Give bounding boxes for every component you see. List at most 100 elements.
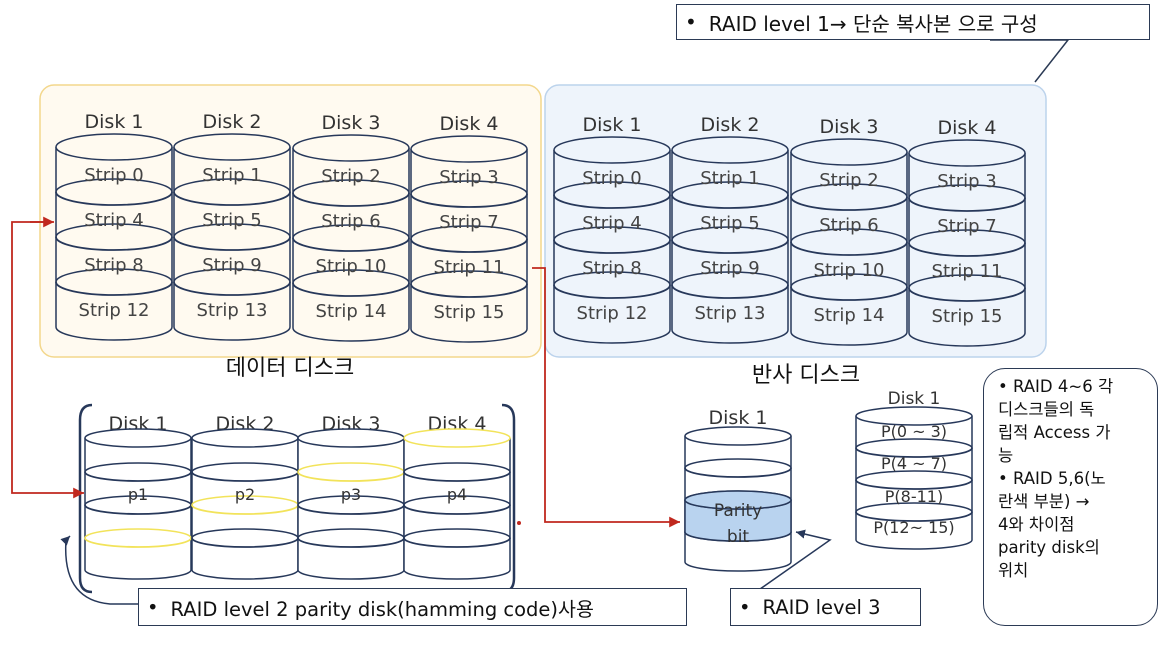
mirror-strip-label: Strip 12	[577, 303, 648, 324]
data-disk-cylinder-divider-back	[55, 223, 173, 238]
raid2-parity-label: p2	[235, 485, 255, 504]
raid2-disk-cylinder-divider	[84, 471, 192, 482]
data-disk-cylinder-divider	[55, 236, 173, 251]
raid4-disk-cylinder-divider-back	[855, 470, 973, 481]
note-line: 디스크들의 독	[998, 400, 1095, 419]
data-strip-label: Strip 10	[316, 256, 387, 277]
mirror-strip-label: Strip 7	[937, 216, 996, 237]
mirror-disk-cylinder-divider-back	[790, 183, 908, 198]
mirror-disk-cylinder-divider	[553, 239, 671, 254]
data-strip-label: Strip 0	[84, 165, 143, 186]
raid4-parity-label: P(0 ~ 3)	[881, 422, 947, 441]
data-disk-cylinder	[410, 135, 528, 343]
data-strip-label: Strip 8	[84, 255, 143, 276]
raid2-disk-cylinder-divider	[191, 504, 299, 515]
bullet: •	[685, 10, 697, 34]
mirror-strip-label: Strip 8	[582, 258, 641, 279]
data-strip-label: Strip 11	[434, 257, 505, 278]
data-strip-label: Strip 2	[321, 166, 380, 187]
raid2-disk-cylinder-divider	[403, 537, 511, 548]
data-disk-cylinder-divider	[410, 238, 528, 253]
data-strip-label: Strip 13	[197, 300, 268, 321]
raid2-disk-cylinder-divider-back	[84, 528, 192, 539]
raid2-disk-cylinder-divider-back	[403, 462, 511, 473]
mirror-disk-header: Disk 3	[820, 116, 879, 138]
mirror-disk-cylinder-body	[671, 150, 789, 344]
raid3-label-box: • RAID level 3	[730, 588, 921, 626]
parity-bit-top	[684, 490, 792, 510]
raid2-disk-cylinder-body	[403, 438, 511, 580]
raid4-disk-cylinder-divider-back	[855, 438, 973, 449]
raid2-parity-label: p1	[128, 485, 148, 504]
mirror-strip-label: Strip 4	[582, 213, 641, 234]
data-strip-label: Strip 9	[202, 255, 261, 276]
raid2-bracket-left	[78, 403, 93, 594]
mirror-disk-cylinder-divider	[790, 241, 908, 256]
note-line: 위치	[998, 561, 1029, 580]
data-disk-cylinder	[292, 134, 410, 342]
data-disk-cylinder-divider-back	[292, 179, 410, 194]
raid3-disk-cylinder-divider-back	[684, 458, 792, 469]
raid1-label: RAID level 1→ 단순 복사본 으로 구성	[708, 11, 1038, 36]
data-disk-cylinder-divider	[173, 191, 291, 206]
raid2-disk-cylinder-divider-back	[84, 495, 192, 506]
mirror-disk-cylinder-divider	[671, 194, 789, 209]
mirror-disk-cylinder	[908, 139, 1026, 347]
data-disk-cylinder-top	[173, 133, 291, 161]
mirror-strip-label: Strip 3	[937, 171, 996, 192]
raid4-disk-cylinder-top	[855, 406, 973, 426]
raid2-disk-cylinder-divider	[297, 504, 405, 515]
mirror-disk-cylinder-divider	[553, 194, 671, 209]
data-disk-cylinder-body	[292, 148, 410, 342]
mirror-disk-cylinder-top	[908, 139, 1026, 167]
mirror-disk-cylinder-divider-back	[671, 271, 789, 286]
raid2-disk-cylinder	[84, 428, 192, 580]
raid2-disk-cylinder	[403, 428, 511, 580]
data-disk-cylinder-divider-back	[292, 269, 410, 284]
raid2-disk-cylinder-top	[191, 428, 299, 448]
mirror-disk-cylinder-divider	[553, 284, 671, 299]
mirror-strip-label: Strip 15	[932, 306, 1003, 327]
raid4-disk-cylinder-divider	[855, 479, 973, 490]
mirror-strip-label: Strip 11	[932, 261, 1003, 282]
raid4-disk-cylinder-divider-back	[855, 502, 973, 513]
raid3-label: RAID level 3	[762, 595, 881, 619]
note-line: • RAID 5,6(노	[998, 469, 1106, 488]
raid2-disk-cylinder-divider-back	[403, 495, 511, 506]
data-disk-header: Disk 4	[440, 113, 499, 135]
raid4-disk: Disk 1P(0 ~ 3)P(4 ~ 7)P(8-11)P(12~ 15)	[855, 389, 973, 550]
data-disk-cylinder-divider	[292, 282, 410, 297]
note-line: 능	[998, 446, 1014, 465]
mirror-disk-header: Disk 1	[583, 114, 642, 136]
raid2-disk-cylinder-divider-back	[403, 528, 511, 539]
raid2-parity-label: p3	[341, 485, 361, 504]
raid2-disk-cylinder-divider	[191, 471, 299, 482]
raid4-disk-cylinder	[855, 406, 973, 550]
data-strip-label: Strip 14	[316, 301, 387, 322]
mirror-strip-label: Strip 9	[700, 258, 759, 279]
data-disk-cylinder-top	[410, 135, 528, 163]
mirror-disk-cylinder-divider-back	[908, 229, 1026, 244]
data-strip-label: Strip 5	[202, 210, 261, 231]
raid4-parity-label: P(8-11)	[885, 487, 943, 506]
mirror-strip-label: Strip 10	[814, 260, 885, 281]
raid4-disk-header: Disk 1	[888, 389, 941, 409]
data-disk-cylinder-body	[55, 147, 173, 341]
raid2-disk-cylinder-top	[84, 428, 192, 448]
raid2-disk-cylinder-divider-back	[191, 462, 299, 473]
mirror-strip-label: Strip 13	[695, 303, 766, 324]
raid3-disk-cylinder-divider	[684, 467, 792, 478]
red-dot	[517, 521, 521, 525]
note-line: 립적 Access 가	[998, 423, 1111, 442]
data-disk-cylinder-divider-back	[55, 268, 173, 283]
raid2-disk-cylinder-top	[403, 428, 511, 448]
data-disk-cylinder-body	[173, 147, 291, 341]
raid2-disk-cylinder-body	[191, 438, 299, 580]
data-strip-label: Strip 6	[321, 211, 380, 232]
note-line: 란색 부분) →	[998, 492, 1090, 511]
mirror-disk-cylinder	[671, 136, 789, 344]
raid2-disk-cylinder-divider	[84, 537, 192, 548]
data-disk-cylinder-divider	[410, 193, 528, 208]
